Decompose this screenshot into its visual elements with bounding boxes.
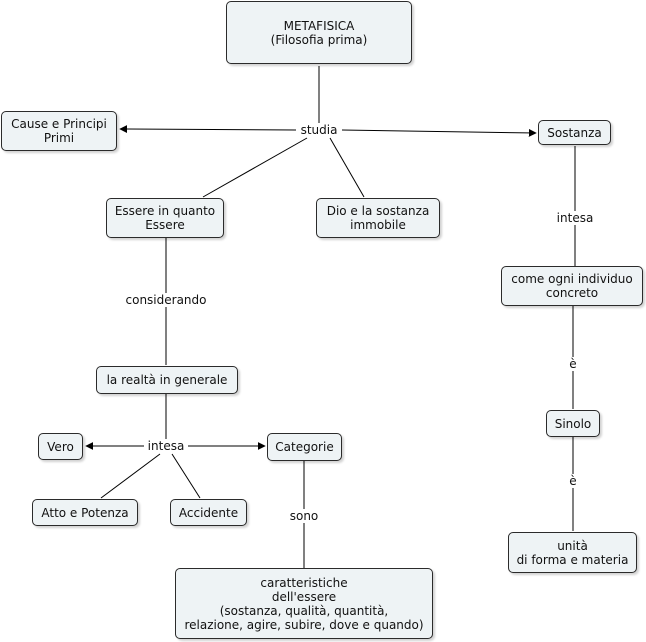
link-label-e-sinolo-unita: è [567, 474, 579, 488]
link-label-e-individuo-sinolo: è [567, 357, 579, 371]
node-come-ogni-individuo-concreto[interactable]: come ogni individuo concreto [501, 266, 643, 306]
node-categorie[interactable]: Categorie [267, 433, 342, 461]
node-cause-e-principi-primi[interactable]: Cause e Principi Primi [1, 111, 117, 151]
link-label-studia: studia [298, 123, 340, 137]
node-unita-di-forma-e-materia[interactable]: unità di forma e materia [508, 532, 637, 573]
link-label-sono: sono [287, 509, 321, 523]
node-sostanza[interactable]: Sostanza [538, 120, 611, 145]
node-dio-e-la-sostanza-immobile[interactable]: Dio e la sostanza immobile [316, 198, 440, 238]
node-sinolo[interactable]: Sinolo [546, 410, 600, 437]
arrow-studia-cause [119, 125, 297, 134]
node-essere-in-quanto-essere[interactable]: Essere in quanto Essere [106, 198, 224, 238]
link-label-intesa-realta: intesa [145, 439, 187, 453]
link-label-intesa-sostanza: intesa [554, 211, 596, 225]
node-vero[interactable]: Vero [38, 433, 83, 460]
node-metafisica[interactable]: METAFISICA (Filosofia prima) [226, 1, 412, 64]
connector-intesa-accidente [171, 453, 201, 499]
link-label-considerando: considerando [123, 293, 209, 307]
node-atto-e-potenza[interactable]: Atto e Potenza [32, 499, 138, 526]
connector-studia-essere [202, 137, 308, 198]
connector-studia-dio [329, 137, 365, 198]
node-la-realta-in-generale[interactable]: la realtà in generale [96, 366, 238, 394]
node-caratteristiche-dell-essere[interactable]: caratteristiche dell'essere (sostanza, q… [175, 568, 433, 639]
connector-intesa-atto [100, 453, 161, 499]
arrow-studia-sostanza [341, 128, 537, 137]
node-accidente[interactable]: Accidente [170, 499, 247, 526]
